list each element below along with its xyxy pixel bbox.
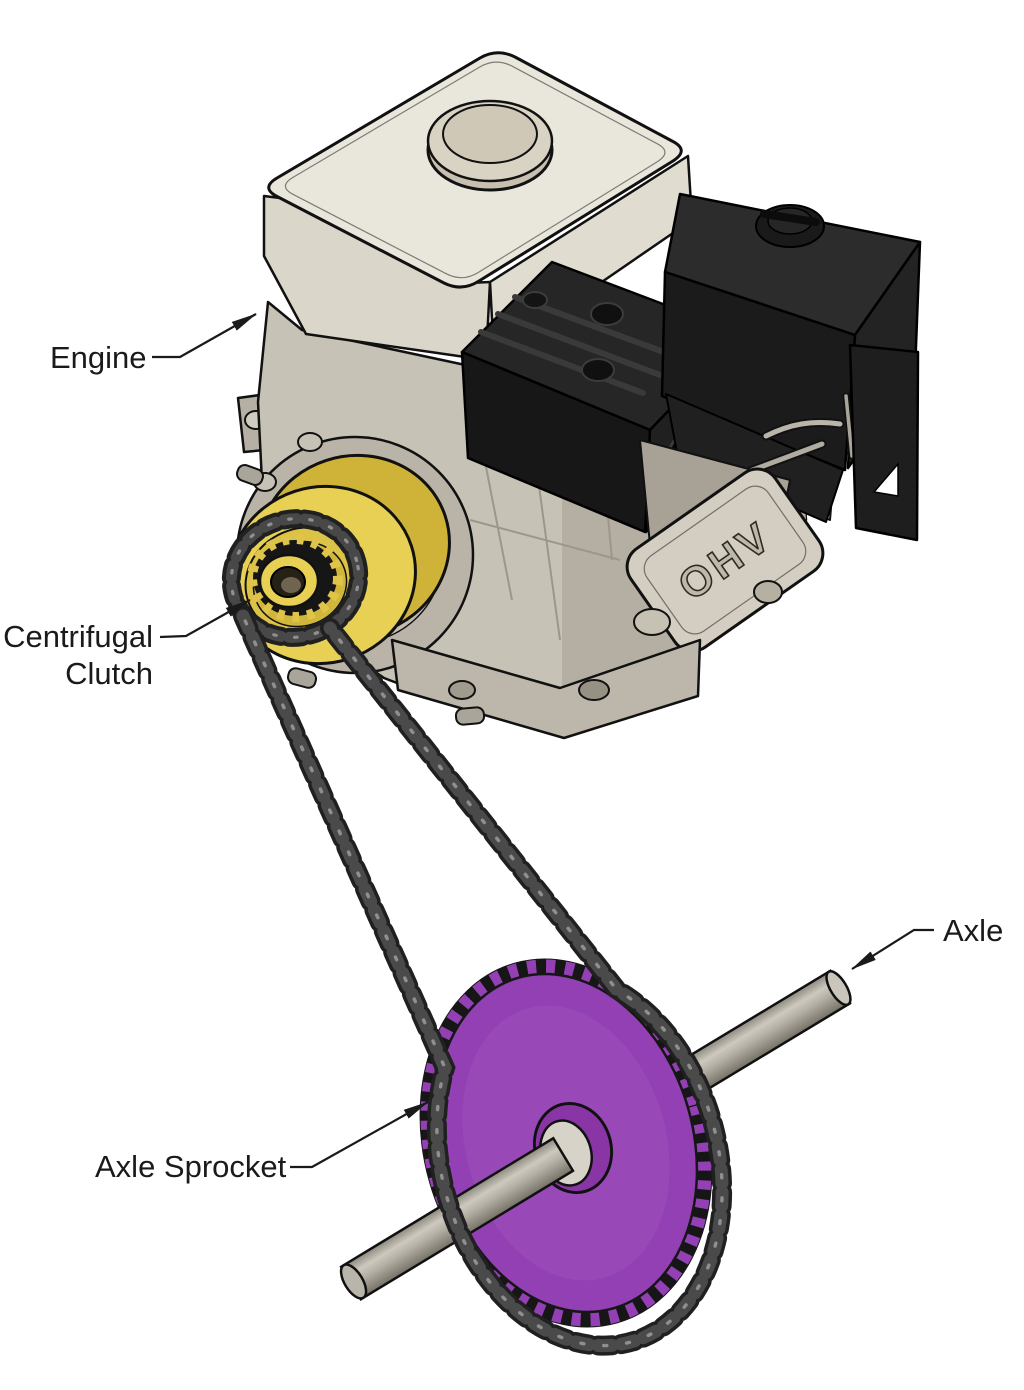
clutch-sprocket-teeth — [247, 534, 343, 622]
axle-end-cap-left — [339, 1263, 368, 1300]
label-clutch-line2: Clutch — [65, 656, 153, 691]
head-bolt-1 — [633, 608, 671, 636]
callouts: Engine Centrifugal Clutch Axle Axle Spro… — [3, 313, 1003, 1184]
drive-chain — [221, 509, 733, 1356]
muffler-bolt-1 — [590, 302, 624, 326]
carburetor-body — [665, 393, 844, 523]
axle-end-cap-right — [825, 970, 852, 1007]
muffler-stud — [522, 291, 548, 309]
muffler-bolt-2 — [581, 358, 615, 382]
valve-cover: OHV — [625, 467, 825, 653]
fuel-cap-top — [442, 104, 538, 164]
base-bolt-2 — [448, 680, 476, 700]
leader-axle-sprocket — [290, 1101, 429, 1169]
bracket-hole — [872, 461, 899, 497]
leader-axle — [851, 928, 934, 970]
mounting-bracket — [848, 343, 920, 542]
engine-ribs — [469, 419, 621, 641]
clutch-hub — [258, 553, 320, 609]
wing-nut-icon — [760, 210, 820, 226]
engine-base — [390, 638, 702, 740]
base-bolt-1 — [578, 679, 610, 701]
label-axle: Axle — [943, 913, 1003, 948]
leader-engine — [152, 313, 257, 359]
clutch-bore-highlight — [281, 577, 301, 593]
label-engine: Engine — [50, 340, 147, 375]
chain-link-highlights — [241, 614, 724, 1348]
leader-clutch — [159, 599, 251, 639]
head-bolt-2 — [753, 580, 783, 604]
label-axle-sprocket: Axle Sprocket — [95, 1149, 287, 1184]
axle-sprocket — [419, 958, 713, 1328]
label-clutch-line1: Centrifugal — [3, 619, 153, 654]
fuel-tank-rim-line — [284, 61, 666, 279]
